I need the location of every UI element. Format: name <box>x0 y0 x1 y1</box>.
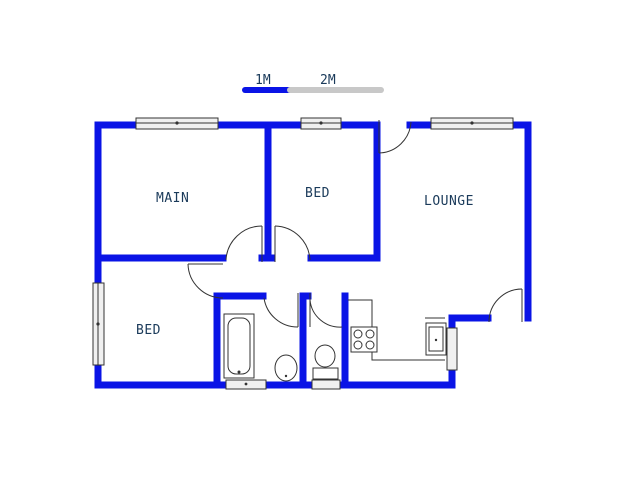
windows <box>92 117 514 390</box>
toilet <box>314 344 336 368</box>
door-bed-bottom <box>187 263 224 299</box>
room-labels: MAIN BED LOUNGE BED <box>136 186 474 338</box>
room-label-bed-top: BED <box>305 186 330 201</box>
door-bed-top <box>274 225 311 261</box>
door-entrance <box>378 121 412 154</box>
fixtures <box>223 299 447 382</box>
room-label-bed-bottom: BED <box>136 323 161 338</box>
window-kitchen <box>446 327 458 371</box>
window-toilet <box>311 379 341 390</box>
door-bathroom <box>263 297 299 328</box>
door-main <box>225 225 263 261</box>
doors <box>187 120 523 328</box>
room-label-main: MAIN <box>156 191 189 206</box>
door-lounge-side <box>488 288 523 323</box>
scale-bar: 1M 2M <box>242 73 384 93</box>
scale-label-1m: 1M <box>255 73 271 88</box>
room-label-lounge: LOUNGE <box>424 194 474 209</box>
walls <box>94 121 532 389</box>
scale-label-2m: 2M <box>320 73 336 88</box>
door-toilet <box>309 299 343 328</box>
basin <box>274 354 298 382</box>
